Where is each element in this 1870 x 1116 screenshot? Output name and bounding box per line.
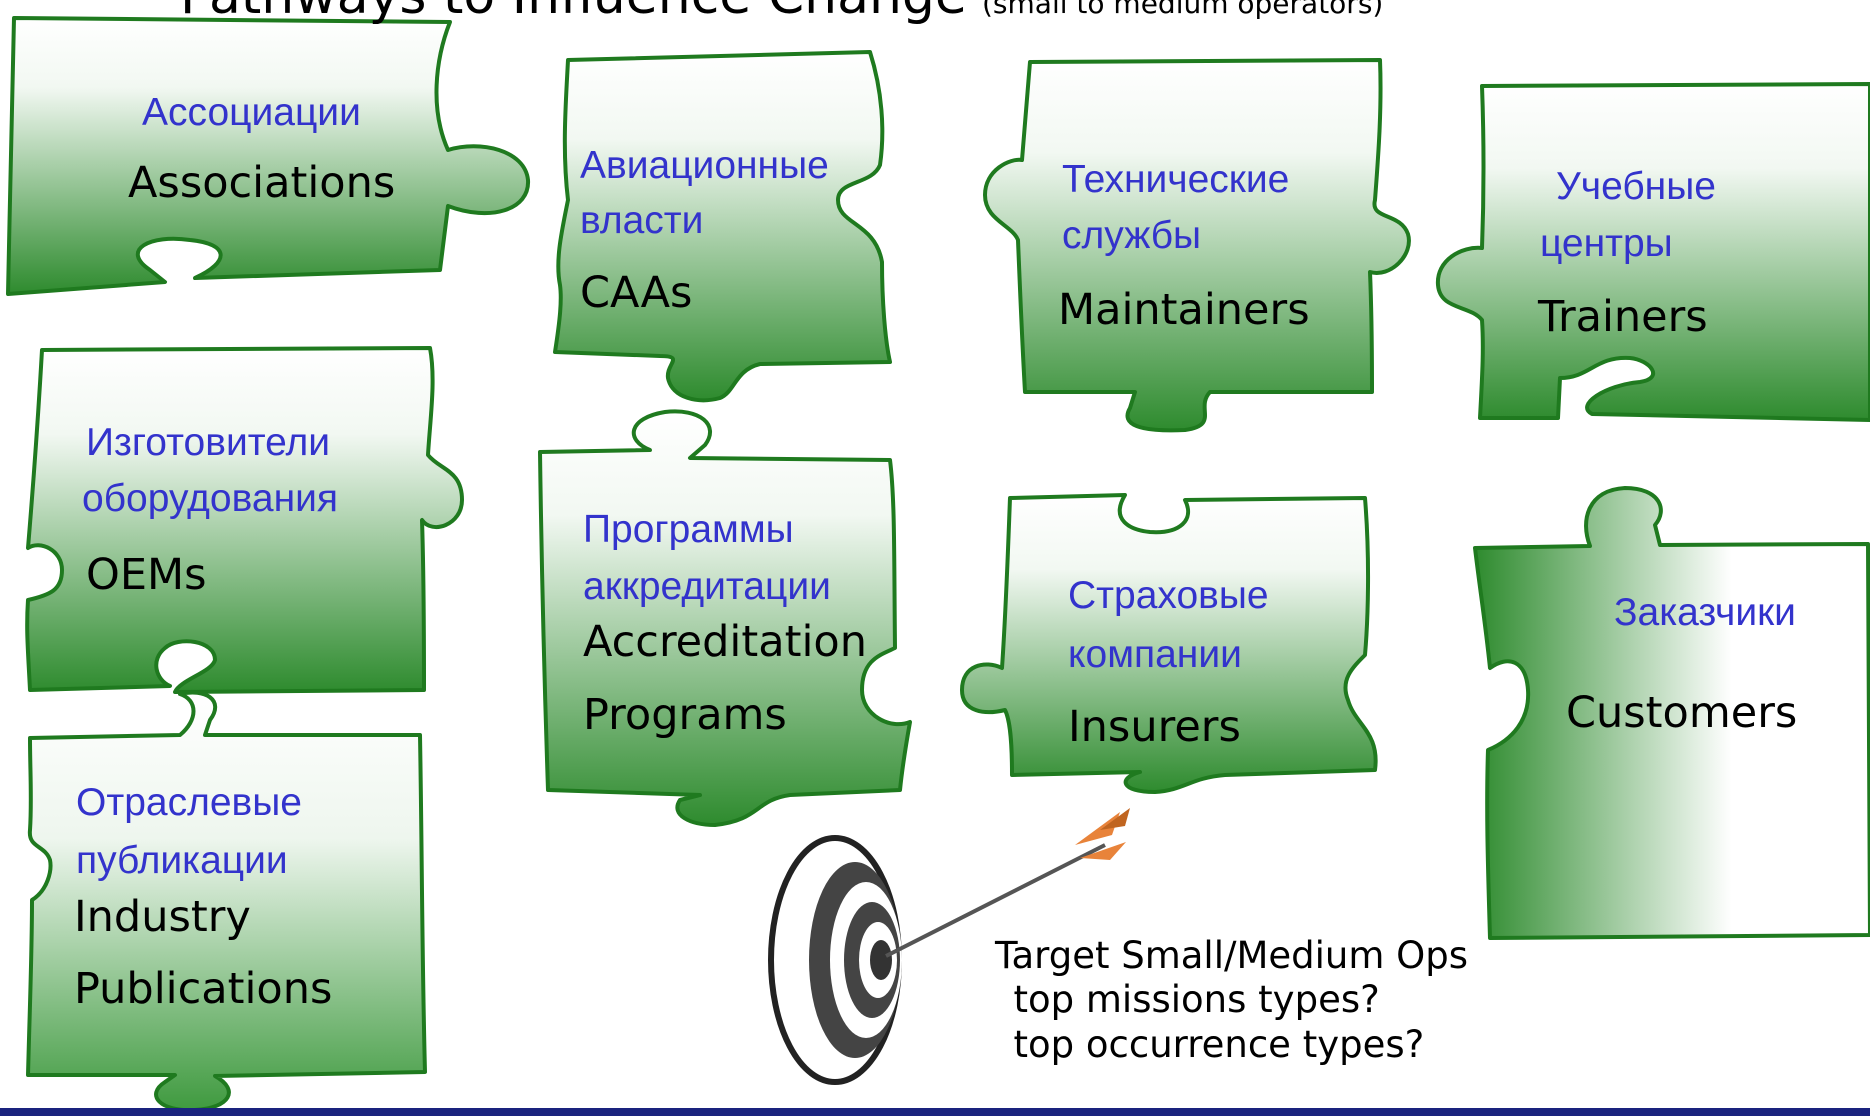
maintainers-ru-label-1: Технические bbox=[1062, 158, 1290, 201]
customers-ru-label: Заказчики bbox=[1614, 591, 1796, 634]
insurers-ru-label-1: Страховые bbox=[1068, 574, 1269, 617]
maintainers-ru-label-2: службы bbox=[1062, 214, 1202, 257]
trainers-en-label: Trainers bbox=[1538, 292, 1708, 342]
puzzle-piece-accreditation bbox=[538, 409, 912, 827]
oems-ru-label-2: оборудования bbox=[82, 477, 339, 520]
caas-ru-label-2: власти bbox=[580, 199, 704, 242]
title-subtitle: (small to medium operators) bbox=[982, 0, 1384, 20]
accreditation-en-label-1: Accreditation bbox=[583, 617, 867, 667]
caas-ru-label-1: Авиационные bbox=[580, 144, 829, 187]
customers-en-label: Customers bbox=[1566, 688, 1798, 738]
puzzle-piece-maintainers bbox=[983, 58, 1411, 433]
target-note-line-3: top occurrence types? bbox=[1013, 1022, 1425, 1066]
target-note: Target Small/Medium Ops top missions typ… bbox=[995, 934, 1468, 1067]
caas-en-label: CAAs bbox=[580, 268, 693, 318]
puzzle-piece-caas bbox=[553, 50, 892, 403]
oems-ru-label-1: Изготовители bbox=[86, 421, 331, 464]
accreditation-ru-label-2: аккредитации bbox=[583, 565, 831, 608]
publications-en-label-1: Industry bbox=[74, 892, 251, 942]
target-note-line-1: Target Small/Medium Ops bbox=[995, 934, 1469, 977]
trainers-ru-label-2: центры bbox=[1540, 222, 1673, 265]
publications-en-label-2: Publications bbox=[74, 964, 333, 1014]
target-note-line-2: top missions types? bbox=[1013, 978, 1380, 1022]
puzzle-piece-associations bbox=[6, 16, 531, 296]
publications-ru-label-1: Отраслевые bbox=[76, 781, 302, 824]
insurers-en-label: Insurers bbox=[1068, 702, 1241, 752]
accreditation-ru-label-1: Программы bbox=[583, 508, 794, 551]
puzzle-piece-insurers bbox=[960, 493, 1378, 794]
page-title: Pathways to Influence Change (small to m… bbox=[180, 0, 1383, 26]
associations-en-label: Associations bbox=[128, 158, 396, 208]
bullseye-target-icon bbox=[768, 835, 902, 1085]
bottom-bar bbox=[0, 1108, 1870, 1116]
puzzle-piece-trainers bbox=[1435, 82, 1870, 422]
trainers-ru-label-1: Учебные bbox=[1556, 165, 1716, 208]
maintainers-en-label: Maintainers bbox=[1058, 285, 1310, 335]
puzzle-piece-oems bbox=[25, 346, 464, 694]
publications-ru-label-2: публикации bbox=[76, 839, 288, 882]
title-main: Pathways to Influence Change bbox=[180, 0, 967, 26]
puzzle-piece-customers bbox=[1473, 486, 1870, 940]
associations-ru-label: Ассоциации bbox=[142, 91, 361, 134]
accreditation-en-label-2: Programs bbox=[583, 690, 787, 740]
arrow-icon bbox=[885, 808, 1130, 958]
oems-en-label: OEMs bbox=[86, 550, 207, 600]
insurers-ru-label-2: компании bbox=[1068, 633, 1242, 676]
